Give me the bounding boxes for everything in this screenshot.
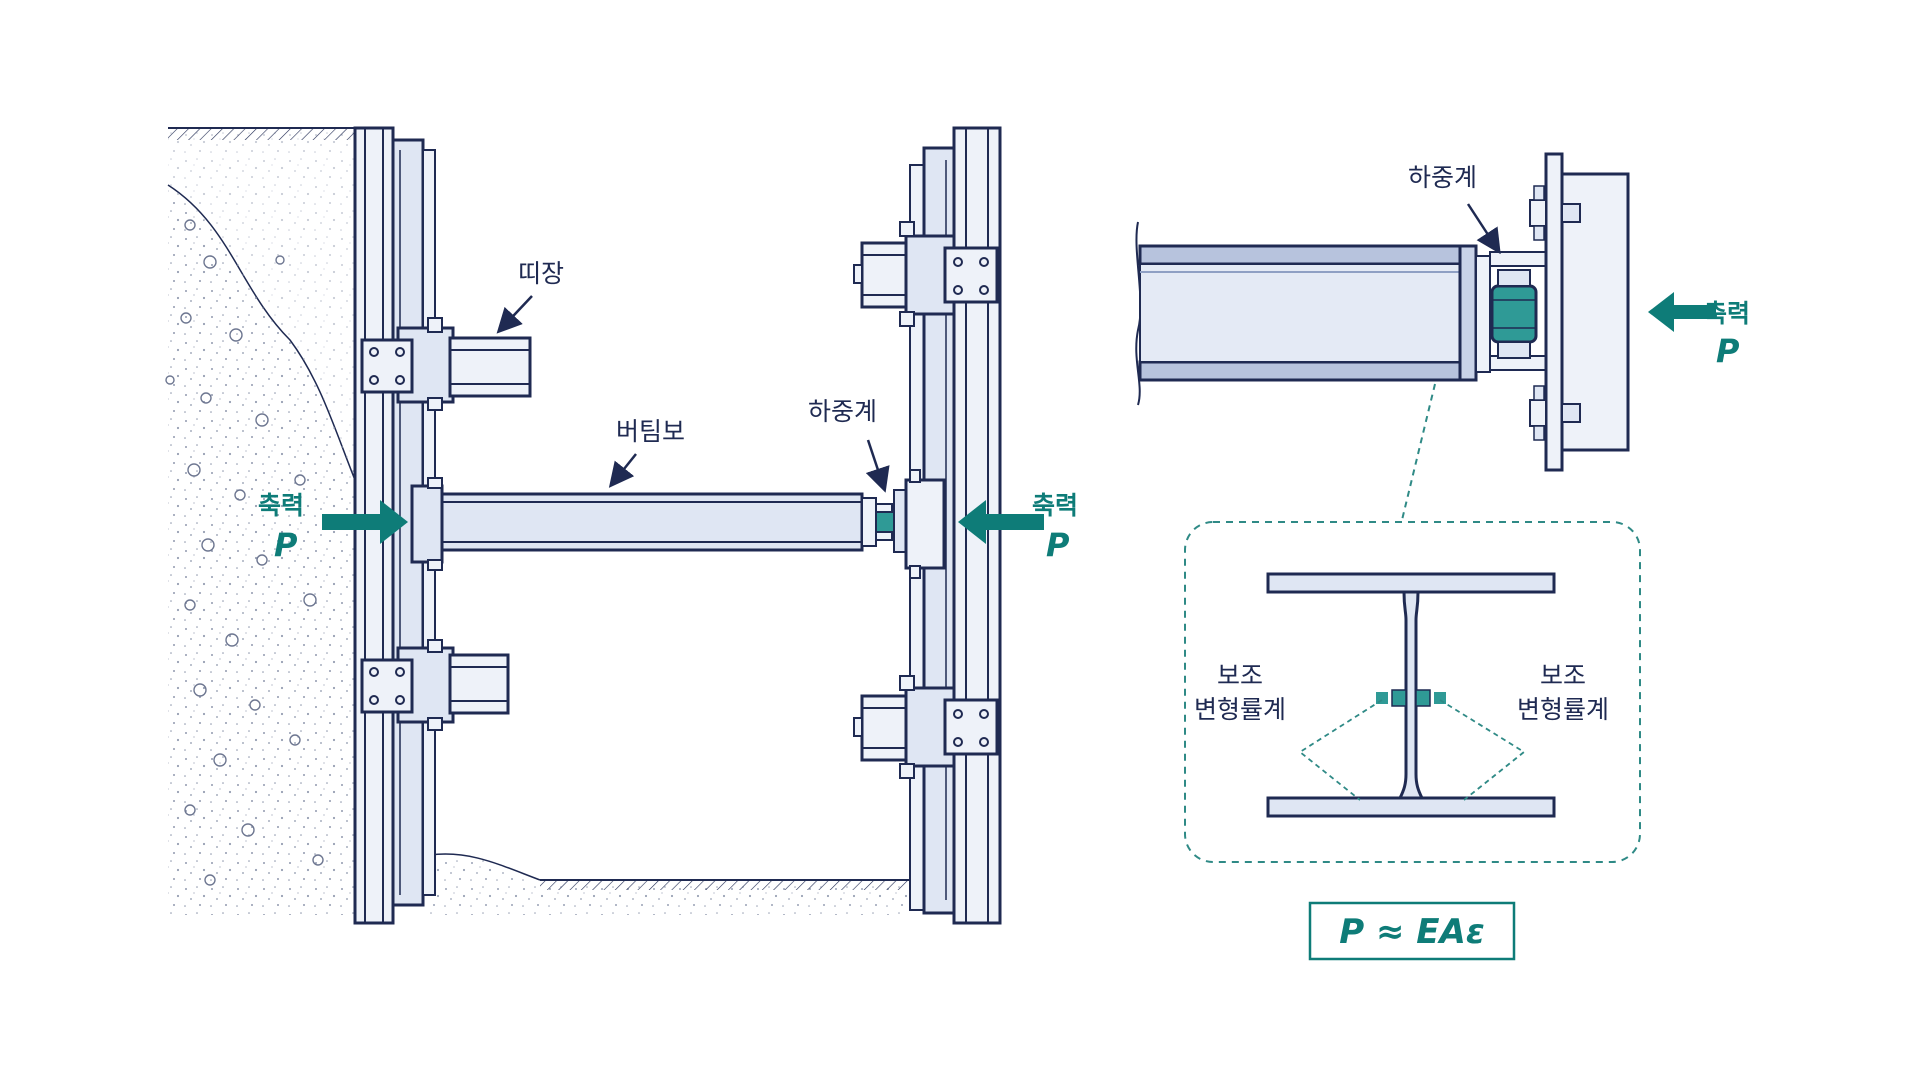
label-axial-force-right: 축력 (1032, 491, 1078, 520)
wale-bracket-lower-left (360, 639, 510, 731)
wale-bracket-lower-right (853, 675, 999, 779)
axial-force-arrow-right (958, 500, 1044, 544)
symbol-p-detail: P (1716, 332, 1740, 370)
label-strain-gauge-left-line2: 변형률계 (1194, 695, 1286, 724)
label-axial-force-detail: 축력 (1704, 299, 1750, 328)
label-load-cell-detail: 하중계 (1408, 163, 1477, 192)
cross-section-box (1184, 521, 1641, 863)
axial-force-arrow-left (322, 500, 408, 544)
section-leader-line (1401, 383, 1436, 521)
axial-force-arrow-detail (1648, 292, 1716, 332)
load-cell-main (875, 469, 946, 579)
formula-text: P ≈ EAε (1339, 912, 1485, 952)
wale-bracket-upper-left (360, 317, 532, 411)
callout-arrows-main (496, 295, 890, 493)
callout-arrow-load-cell-detail (1466, 203, 1501, 255)
label-axial-force-left: 축력 (258, 491, 304, 520)
excavation-floor (429, 853, 910, 915)
label-wale: 띠장 (518, 259, 564, 288)
symbol-p-right: P (1046, 526, 1070, 564)
symbol-p-left: P (274, 526, 298, 564)
label-load-cell-main: 하중계 (808, 397, 877, 426)
label-strain-gauge-left-line1: 보조 (1217, 661, 1263, 690)
formula-box (1308, 901, 1516, 961)
label-strain-gauge-right-line1: 보조 (1540, 661, 1586, 690)
label-strut: 버팀보 (616, 417, 685, 446)
label-strain-gauge-right-line2: 변형률계 (1517, 695, 1609, 724)
detail-view-connection (1135, 152, 1630, 472)
soil-mass (165, 127, 356, 915)
strut-beam (410, 477, 877, 571)
wale-bracket-upper-right (853, 221, 999, 327)
